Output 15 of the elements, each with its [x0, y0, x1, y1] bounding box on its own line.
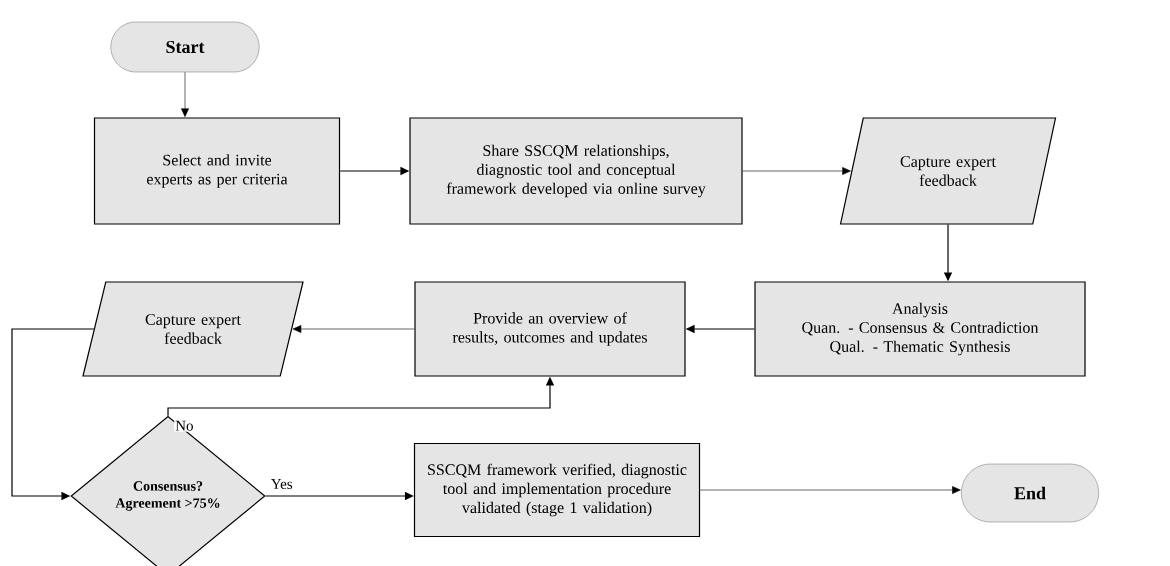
arrow: [699, 486, 961, 494]
process-box: Provide an overview of results, outcomes and updates: [414, 281, 686, 377]
arrow: [742, 167, 851, 175]
process-box: Share SSCQM relationships, diagnostic tool and conceptual framework developed via online survey: [409, 117, 743, 225]
terminal-box: End: [961, 463, 1099, 523]
arrow: [292, 325, 415, 333]
edge-label: Yes: [269, 478, 294, 490]
process-box: SSCQM framework verified, diagnostic tool and implementation procedure validated (stage 1 validation): [413, 442, 701, 538]
terminal-box: Start: [110, 21, 260, 73]
arrow: [181, 71, 189, 117]
edge-label: No: [174, 419, 195, 432]
input-parallelogram: Capture expert feedback: [82, 281, 304, 377]
process-box: Select and invite experts as per criteria: [93, 117, 341, 225]
process-box: Analysis Quan. - Consensus & Contradiction Qual. - Thematic Synthesis: [754, 281, 1086, 377]
input-parallelogram: Capture expert feedback: [839, 117, 1057, 225]
